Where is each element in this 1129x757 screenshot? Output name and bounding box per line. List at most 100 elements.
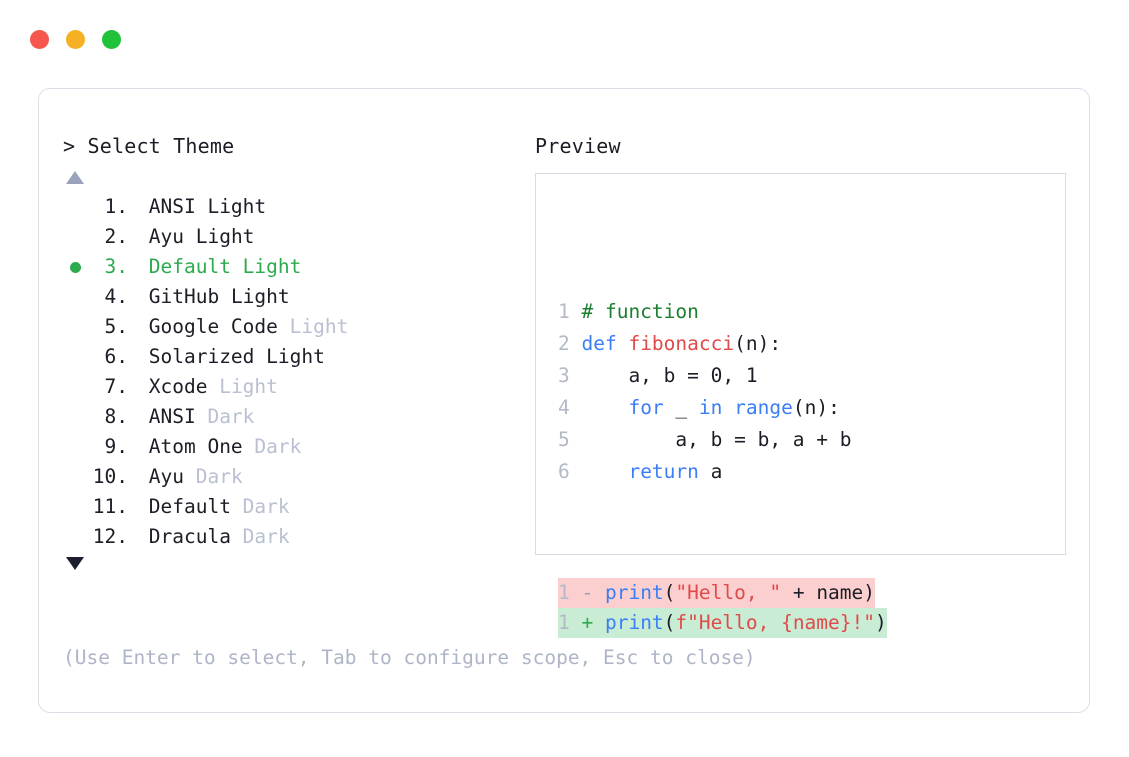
code-token: (: [663, 611, 676, 634]
selection-bullet-slot: [63, 522, 88, 552]
theme-item-variant: Light: [219, 375, 278, 398]
selection-bullet-slot: [63, 402, 88, 432]
keyboard-hint: (Use Enter to select, Tab to configure s…: [63, 646, 756, 669]
line-number: 5: [558, 428, 582, 451]
theme-list-item[interactable]: 9. Atom One Dark: [63, 432, 533, 462]
code-line: 5 a, b = b, a + b: [558, 424, 852, 456]
theme-item-name: Ayu: [148, 225, 196, 248]
code-token: fibonacci: [628, 332, 735, 355]
code-token: 1: [745, 364, 758, 387]
code-line: 4 for _ in range(n):: [558, 392, 840, 424]
selected-bullet-icon: [70, 261, 81, 273]
code-token: (: [663, 581, 676, 604]
theme-list-item[interactable]: 12. Dracula Dark: [63, 522, 533, 552]
theme-item-variant: Light: [195, 225, 255, 248]
code-token: (n):: [792, 396, 840, 419]
minimize-window-button[interactable]: [66, 30, 85, 49]
maximize-window-button[interactable]: [102, 30, 121, 49]
code-line: 3 a, b = 0, 1: [558, 360, 758, 392]
theme-item-spacer: [128, 282, 149, 312]
theme-list-item[interactable]: 11. Default Dark: [63, 492, 533, 522]
theme-list-item[interactable]: 1. ANSI Light: [63, 192, 533, 222]
code-token: # function: [581, 300, 699, 323]
diff-marker: +: [581, 611, 605, 634]
line-number: 2: [558, 332, 582, 355]
theme-item-spacer: [128, 312, 149, 342]
selection-bullet-slot: [63, 312, 88, 342]
theme-item-variant: Dark: [242, 495, 290, 518]
theme-item-variant: Light: [230, 285, 290, 308]
theme-item-name: Default: [148, 255, 243, 278]
theme-list-item[interactable]: 6. Solarized Light: [63, 342, 533, 372]
code-token: (n):: [734, 332, 782, 355]
theme-item-number: 6.: [92, 345, 129, 368]
code-token: print: [604, 611, 664, 634]
theme-item-number: 12.: [92, 525, 128, 548]
scroll-down-arrow-icon[interactable]: [66, 557, 84, 570]
theme-item-variant: Light: [207, 195, 267, 218]
theme-item-number: 11.: [92, 495, 128, 518]
diff-line-add: 1 + print(f"Hello, {name}!"): [558, 608, 887, 638]
theme-list-item[interactable]: 5. Google Code Light: [63, 312, 533, 342]
theme-item-number: 10.: [92, 465, 128, 488]
theme-item-spacer: [128, 522, 149, 552]
theme-selector-panel: > Select Theme 1. ANSI Light 2. Ayu Ligh…: [38, 88, 1090, 713]
theme-item-number: 1.: [92, 195, 129, 218]
selection-bullet-slot: [63, 372, 88, 402]
code-token: in range: [698, 396, 793, 419]
theme-list-item[interactable]: 7. Xcode Light: [63, 372, 533, 402]
code-token: print: [604, 581, 664, 604]
scroll-up-arrow-icon[interactable]: [66, 171, 84, 184]
theme-list-item[interactable]: 2. Ayu Light: [63, 222, 533, 252]
selection-bullet-slot: [63, 342, 88, 372]
theme-item-spacer: [128, 252, 149, 282]
theme-item-variant: Dark: [195, 465, 243, 488]
selection-bullet-slot: [63, 462, 88, 492]
line-number: 4: [558, 396, 582, 419]
theme-chooser-column: > Select Theme 1. ANSI Light 2. Ayu Ligh…: [63, 133, 533, 570]
theme-item-variant: Dark: [207, 405, 255, 428]
theme-item-variant: Light: [242, 255, 302, 278]
diff-line-del: 1 - print("Hello, " + name): [558, 578, 876, 608]
theme-item-variant: Dark: [254, 435, 302, 458]
code-token: a, b =: [581, 364, 711, 387]
theme-item-variant: Light: [289, 315, 349, 338]
preview-heading: Preview: [535, 134, 621, 158]
theme-item-spacer: [128, 492, 149, 522]
code-line: 1 # function: [558, 296, 699, 328]
code-token: [581, 396, 628, 419]
theme-item-name: Atom One: [148, 435, 255, 458]
theme-list-item[interactable]: 3. Default Light: [63, 252, 533, 282]
theme-item-name: Ayu: [148, 465, 196, 488]
theme-item-spacer: [128, 372, 149, 402]
code-token: f"Hello, {name}!": [675, 611, 876, 634]
selection-bullet-slot: [63, 252, 88, 282]
theme-item-spacer: [128, 192, 149, 222]
selection-bullet-slot: [63, 432, 88, 462]
line-number: 3: [558, 364, 582, 387]
theme-item-number: 5.: [92, 315, 129, 338]
theme-list: 1. ANSI Light 2. Ayu Light 3. Default Li…: [63, 192, 533, 552]
line-number: 6: [558, 460, 582, 483]
theme-item-spacer: [128, 222, 149, 252]
code-token: for: [628, 396, 664, 419]
theme-list-item[interactable]: 4. GitHub Light: [63, 282, 533, 312]
selection-bullet-slot: [63, 192, 88, 222]
theme-item-number: 4.: [92, 285, 129, 308]
theme-item-spacer: [128, 432, 149, 462]
code-line: 6 return a: [558, 456, 722, 488]
code-token: "Hello, ": [675, 581, 782, 604]
theme-item-spacer: [128, 402, 149, 432]
code-line: 2 def fibonacci(n):: [558, 328, 781, 360]
prompt-heading: > Select Theme: [63, 134, 235, 158]
theme-list-item[interactable]: 8. ANSI Dark: [63, 402, 533, 432]
code-token: def: [581, 332, 629, 355]
theme-item-spacer: [128, 342, 149, 372]
close-window-button[interactable]: [30, 30, 49, 49]
line-number: 1: [558, 300, 582, 323]
theme-item-name: Dracula: [148, 525, 243, 548]
theme-list-item[interactable]: 10. Ayu Dark: [63, 462, 533, 492]
